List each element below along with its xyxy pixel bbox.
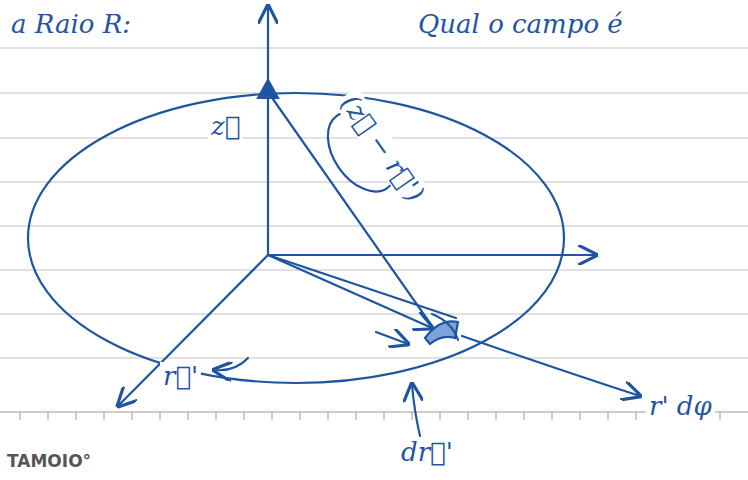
arc-mark bbox=[432, 314, 458, 340]
leader bbox=[462, 336, 640, 396]
vector-label: r⃗' bbox=[160, 362, 201, 391]
field-point bbox=[258, 80, 278, 98]
ruled-lines bbox=[0, 48, 748, 412]
ring bbox=[28, 93, 564, 383]
r-prime-vector-2 bbox=[268, 255, 456, 318]
ring-element bbox=[425, 321, 458, 344]
problem-text: a Raio R: bbox=[8, 10, 134, 39]
drawing bbox=[28, 6, 640, 436]
brand-watermark: TAMOIO° bbox=[4, 452, 94, 471]
ruler-ticks bbox=[20, 412, 720, 420]
leader bbox=[214, 358, 248, 370]
element-label: dr⃗' bbox=[398, 438, 456, 467]
z-axis bbox=[267, 6, 269, 255]
element-label: r' dφ bbox=[646, 392, 715, 421]
problem-text: Qual o campo é bbox=[415, 10, 626, 39]
y-axis bbox=[268, 254, 596, 256]
r-prime-vector bbox=[268, 255, 432, 328]
x-axis bbox=[118, 255, 268, 406]
vector-label: z⃗ bbox=[208, 112, 243, 141]
leader bbox=[412, 384, 420, 436]
small-arrow bbox=[376, 332, 408, 344]
